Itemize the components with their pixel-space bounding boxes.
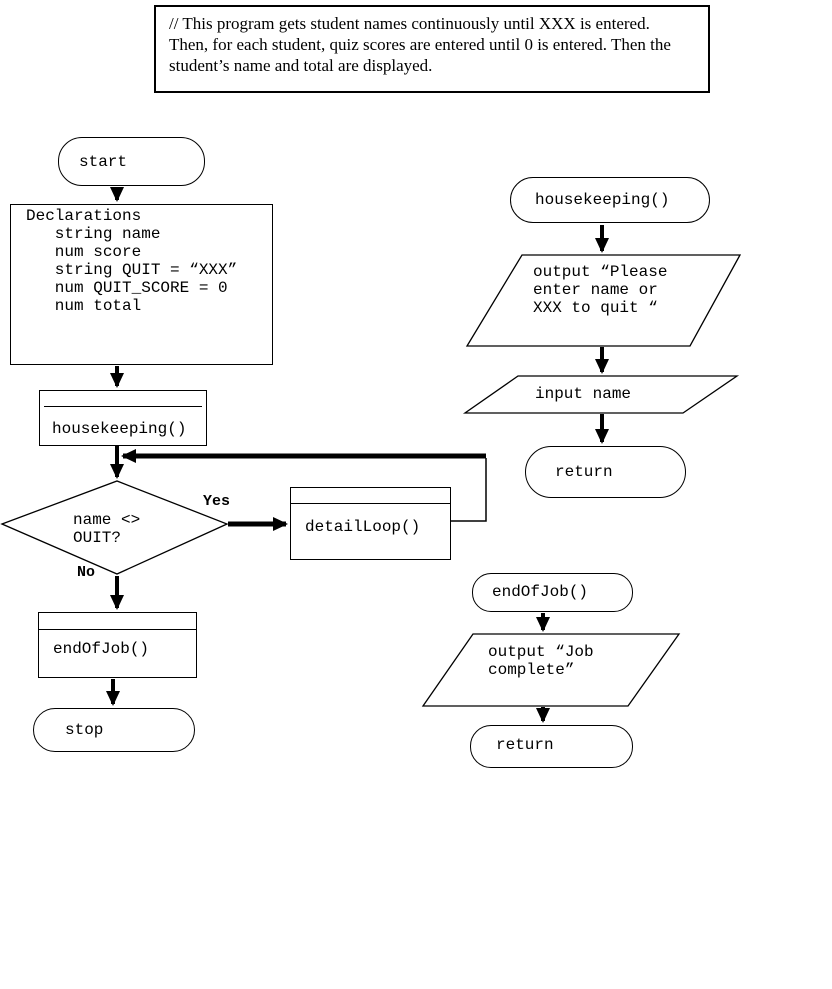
comment-box: // This program gets student names conti… [154, 5, 710, 93]
yes-branch-label: Yes [203, 493, 231, 510]
endofjob-return-terminal [470, 725, 633, 768]
no-branch-label: No [77, 564, 96, 581]
predefined-process-stripe [291, 503, 450, 504]
housekeeping-terminal-label: housekeeping() [535, 191, 670, 209]
start-label: start [79, 153, 128, 171]
input-name-text: input name [535, 385, 632, 403]
declarations-text: Declarations string name num score strin… [26, 207, 238, 315]
housekeeping-terminal [510, 177, 710, 223]
detailloop-call-box [290, 487, 451, 560]
endofjob-call-label: endOfJob() [53, 640, 150, 658]
housekeeping-call-box [39, 390, 207, 446]
predefined-process-stripe [39, 629, 196, 630]
endofjob-call-box [38, 612, 197, 678]
output-prompt-text: output “Please enter name or XXX to quit… [533, 263, 668, 317]
endofjob-return-label: return [496, 736, 554, 754]
detailloop-call-label: detailLoop() [305, 518, 421, 536]
decision-label: name <> OUIT? [73, 511, 141, 547]
declarations-process-box [10, 204, 273, 365]
stop-terminal [33, 708, 195, 752]
predefined-process-stripe [44, 406, 202, 407]
output-complete-text: output “Job complete” [488, 643, 594, 679]
start-terminal [58, 137, 205, 186]
endofjob-terminal [472, 573, 633, 612]
stop-label: stop [65, 721, 104, 739]
housekeeping-call-label: housekeeping() [52, 420, 187, 438]
endofjob-terminal-label: endOfJob() [492, 583, 589, 601]
housekeeping-return-label: return [555, 463, 613, 481]
housekeeping-return-terminal [525, 446, 686, 498]
loopback-connector-line [451, 458, 487, 522]
